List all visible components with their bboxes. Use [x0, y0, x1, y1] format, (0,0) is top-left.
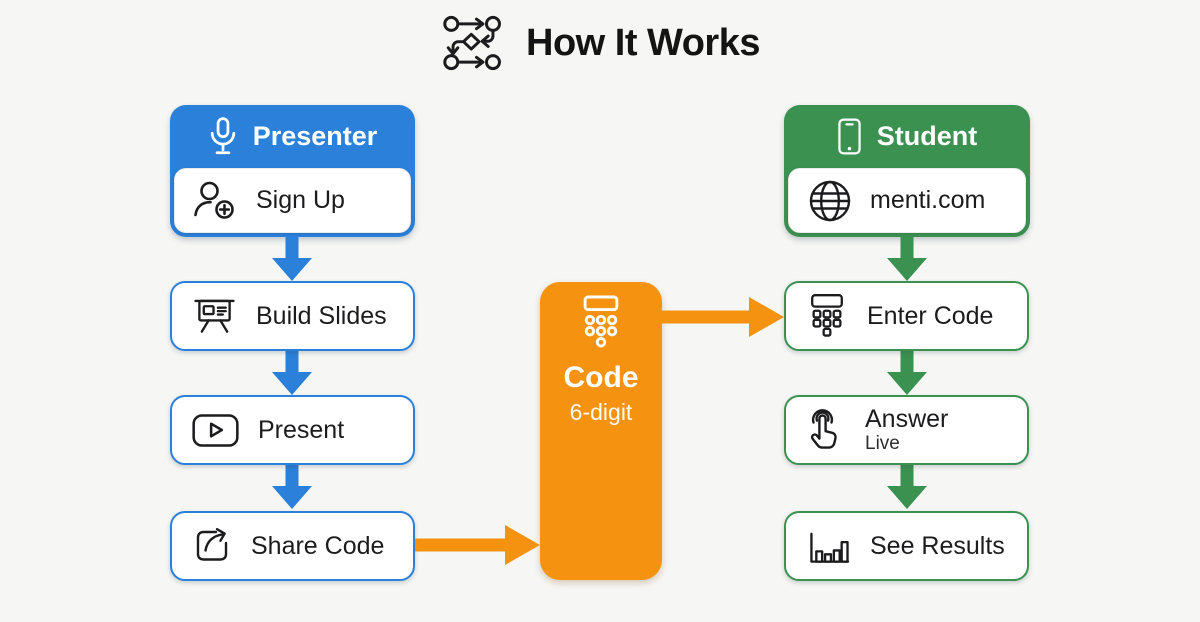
- share-code-label: Share Code: [251, 531, 385, 560]
- arrow-right-icon: [662, 297, 784, 337]
- student-card: Student menti.com: [784, 105, 1030, 237]
- share-icon: [196, 528, 228, 561]
- share-code-box: Share Code: [170, 511, 415, 581]
- student-header: Student: [784, 105, 1030, 167]
- code-panel-subtitle: 6-digit: [569, 399, 633, 425]
- presenter-header-label: Presenter: [252, 120, 378, 151]
- play-icon: [192, 413, 239, 447]
- menti-com-box: menti.com: [788, 168, 1026, 233]
- menti-com-label: menti.com: [870, 186, 986, 214]
- answer-label: Answer: [865, 405, 949, 434]
- enter-code-label: Enter Code: [867, 301, 994, 330]
- answer-live-labels: Answer Live: [865, 405, 948, 454]
- presenter-card: Presenter Sign Up: [170, 105, 415, 237]
- flowchart-icon: [443, 15, 501, 71]
- see-results-label: See Results: [870, 531, 1005, 560]
- code-panel-title: Code: [563, 361, 639, 394]
- student-header-label: Student: [876, 120, 978, 151]
- sign-up-box: Sign Up: [174, 168, 411, 233]
- present-box: Present: [170, 395, 415, 465]
- arrow-down-icon: [272, 237, 312, 281]
- arrow-down-icon: [272, 465, 312, 509]
- tap-icon: [810, 409, 837, 449]
- build-slides-label: Build Slides: [256, 301, 387, 330]
- microphone-icon: [210, 116, 235, 154]
- arrow-right-icon: [415, 525, 540, 565]
- present-label: Present: [258, 415, 345, 444]
- title-group: How It Works: [0, 14, 1200, 72]
- arrow-down-icon: [887, 351, 927, 395]
- arrow-down-icon: [272, 351, 312, 395]
- keypad-icon: [811, 294, 843, 337]
- presentation-board-icon: [194, 299, 235, 333]
- bar-chart-icon: [810, 532, 850, 563]
- enter-code-box: Enter Code: [784, 281, 1029, 351]
- page-title: How It Works: [526, 21, 761, 64]
- globe-icon: [809, 180, 851, 221]
- keypad-icon: [583, 295, 619, 348]
- arrow-down-icon: [887, 465, 927, 509]
- arrow-down-icon: [887, 237, 927, 281]
- smartphone-icon: [838, 118, 861, 154]
- code-panel: Code 6-digit: [540, 282, 662, 580]
- build-slides-box: Build Slides: [170, 281, 415, 351]
- see-results-box: See Results: [784, 511, 1029, 581]
- sign-up-label: Sign Up: [256, 186, 345, 214]
- presenter-header: Presenter: [170, 105, 415, 167]
- live-sublabel: Live: [865, 433, 900, 455]
- answer-live-box: Answer Live: [784, 395, 1029, 465]
- person-add-icon: [194, 181, 234, 219]
